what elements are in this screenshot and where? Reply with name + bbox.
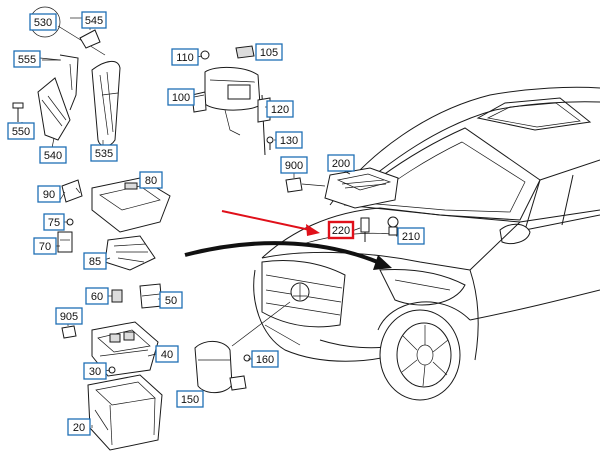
callout-label: 85 bbox=[89, 256, 101, 268]
callout-label: 535 bbox=[95, 148, 113, 160]
callout-label: 50 bbox=[165, 295, 177, 307]
callout-70[interactable]: 70 bbox=[33, 237, 57, 255]
callout-130[interactable]: 130 bbox=[275, 131, 303, 149]
callout-label: 900 bbox=[285, 160, 303, 172]
callout-label: 130 bbox=[280, 135, 298, 147]
callout-550[interactable]: 550 bbox=[7, 122, 35, 140]
callout-label: 30 bbox=[89, 366, 101, 378]
callout-label: 220 bbox=[332, 225, 350, 237]
callout-150[interactable]: 150 bbox=[176, 390, 204, 408]
callout-label: 70 bbox=[39, 241, 51, 253]
callout-label: 160 bbox=[256, 354, 274, 366]
pointer-arrow-red bbox=[221, 210, 320, 236]
callout-label: 540 bbox=[44, 150, 62, 162]
callout-535[interactable]: 535 bbox=[90, 144, 118, 162]
callout-120[interactable]: 120 bbox=[266, 100, 294, 118]
callout-label: 110 bbox=[176, 52, 194, 64]
car-illustration bbox=[253, 86, 600, 401]
callout-75[interactable]: 75 bbox=[43, 213, 65, 231]
lower-left-parts bbox=[61, 283, 163, 451]
bracket-parts bbox=[12, 6, 121, 147]
callout-label: 200 bbox=[332, 158, 350, 170]
callout-label: 80 bbox=[145, 175, 157, 187]
callout-label: 75 bbox=[48, 217, 60, 229]
control-unit-200 bbox=[285, 167, 399, 242]
callout-60[interactable]: 60 bbox=[85, 287, 109, 305]
callout-label: 150 bbox=[181, 394, 199, 406]
callout-label: 530 bbox=[34, 17, 52, 29]
callout-160[interactable]: 160 bbox=[251, 350, 279, 368]
callout-220[interactable]: 220 bbox=[327, 220, 355, 240]
callout-label: 100 bbox=[172, 92, 190, 104]
pointer-arrow-black bbox=[184, 241, 392, 270]
callout-30[interactable]: 30 bbox=[83, 362, 107, 380]
left-middle-parts bbox=[57, 177, 171, 271]
callout-label: 105 bbox=[260, 47, 278, 59]
callout-530[interactable]: 530 bbox=[29, 13, 57, 31]
callout-label: 40 bbox=[161, 349, 173, 361]
callout-40[interactable]: 40 bbox=[155, 345, 179, 363]
callout-label: 550 bbox=[12, 126, 30, 138]
callout-85[interactable]: 85 bbox=[83, 252, 107, 270]
callout-label: 905 bbox=[60, 311, 78, 323]
callout-200[interactable]: 200 bbox=[327, 154, 355, 172]
callout-540[interactable]: 540 bbox=[39, 146, 67, 164]
callout-label: 210 bbox=[402, 231, 420, 243]
callout-20[interactable]: 20 bbox=[67, 418, 91, 436]
sensor-150 bbox=[194, 301, 291, 394]
callout-80[interactable]: 80 bbox=[139, 171, 163, 189]
callout-label: 120 bbox=[271, 104, 289, 116]
callout-545[interactable]: 545 bbox=[81, 11, 107, 29]
callout-label: 555 bbox=[18, 54, 36, 66]
callout-105[interactable]: 105 bbox=[255, 43, 283, 61]
callout-label: 90 bbox=[43, 189, 55, 201]
module-parts bbox=[191, 45, 274, 156]
callout-100[interactable]: 100 bbox=[167, 88, 195, 106]
callout-110[interactable]: 110 bbox=[171, 48, 199, 66]
callout-90[interactable]: 90 bbox=[37, 185, 61, 203]
callout-label: 545 bbox=[85, 15, 103, 27]
callout-905[interactable]: 905 bbox=[55, 307, 83, 325]
callout-label: 20 bbox=[73, 422, 85, 434]
callout-210[interactable]: 210 bbox=[397, 227, 425, 245]
callout-555[interactable]: 555 bbox=[13, 50, 41, 68]
callout-label: 60 bbox=[91, 291, 103, 303]
callout-50[interactable]: 50 bbox=[159, 291, 183, 309]
callout-900[interactable]: 900 bbox=[280, 156, 308, 174]
